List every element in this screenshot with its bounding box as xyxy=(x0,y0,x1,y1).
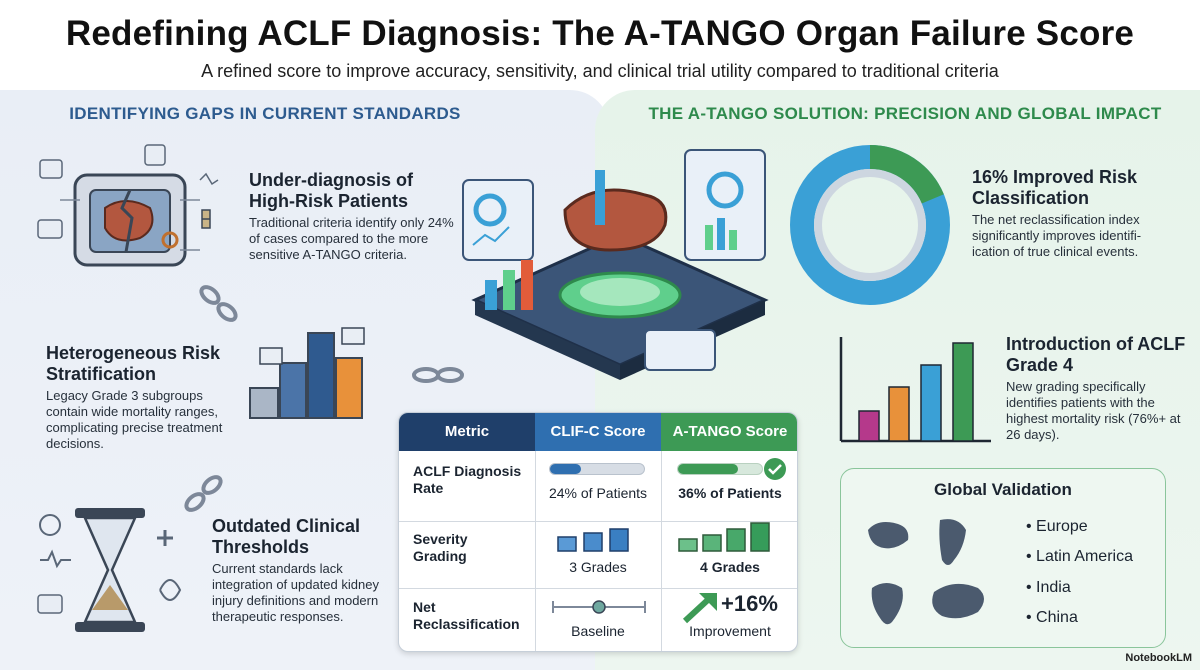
three-grade-cubes-icon xyxy=(557,528,629,552)
region-india: • India xyxy=(1026,579,1071,596)
atango-diagnosis-bar xyxy=(677,463,763,475)
grade-bars-illustration xyxy=(839,337,991,443)
comparison-table: Metric CLIF-C Score A-TANGO Score ACLF D… xyxy=(398,412,798,652)
baseline-slider-icon xyxy=(552,600,646,614)
solution-item-1-title: 16% Improved Risk Classification xyxy=(972,167,1138,208)
global-validation-title: Global Validation xyxy=(934,480,1072,499)
four-grade-cubes-icon xyxy=(678,522,770,552)
table-row-2-atango: 4 Grades xyxy=(700,559,760,575)
table-row-2-clif: 3 Grades xyxy=(569,559,627,575)
gap-item-3-text: Current standards lack integration of up… xyxy=(212,561,379,624)
region-latin-america: • Latin America xyxy=(1026,548,1133,565)
gap-item-3-title: Outdated Clinical Thresholds xyxy=(212,516,361,557)
table-row-3-metric: Net Reclassification xyxy=(413,599,520,632)
chain-link-icon xyxy=(412,367,464,383)
table-header-metric: Metric xyxy=(399,413,535,451)
table-row-1-clif: 24% of Patients xyxy=(548,485,648,501)
hourglass-illustration xyxy=(37,508,182,632)
stacked-cubes-illustration xyxy=(249,327,365,419)
clif-diagnosis-bar xyxy=(549,463,645,475)
chain-link-icon xyxy=(184,475,223,512)
solution-item-2-title: Introduction of ACLF Grade 4 xyxy=(1006,334,1186,375)
page-subtitle: A refined score to improve accuracy, sen… xyxy=(201,61,999,81)
solution-item-2-text: New grading specifically identifies pati… xyxy=(1006,379,1181,442)
table-row-1-metric: ACLF Diagnosis Rate xyxy=(413,463,522,496)
gap-item-2-title: Heterogeneous Risk Stratification xyxy=(46,343,221,384)
region-europe: • Europe xyxy=(1026,518,1088,535)
liver-platform-illustration xyxy=(462,149,769,380)
donut-ring-illustration xyxy=(790,145,950,305)
up-arrow-icon xyxy=(682,593,717,624)
broken-monitor-illustration xyxy=(37,144,219,267)
page-title: Redefining ACLF Diagnosis: The A-TANGO O… xyxy=(65,14,1135,53)
brand-watermark: NotebookLM xyxy=(1125,652,1192,664)
global-validation-box xyxy=(840,468,1166,648)
gap-item-1-title: Under-diagnosis of High-Risk Patients xyxy=(249,170,414,211)
gap-item-2-text: Legacy Grade 3 subgroups contain wide mo… xyxy=(46,388,223,451)
table-header-atango: A-TANGO Score xyxy=(661,413,797,451)
check-circle-icon xyxy=(764,458,786,480)
table-row-2-metric: Severity Grading xyxy=(413,531,468,564)
region-china: • China xyxy=(1026,609,1078,626)
table-header-clif: CLIF-C Score xyxy=(535,413,661,451)
chain-link-icon xyxy=(199,285,238,322)
table-row-3-atango: Improvement xyxy=(689,623,771,639)
table-row-1-atango: 36% of Patients xyxy=(678,485,782,501)
right-section-heading: THE A-TANGO SOLUTION: PRECISION AND GLOB… xyxy=(648,104,1162,123)
table-row-3-clif: Baseline xyxy=(571,623,625,639)
gap-item-1-text: Traditional criteria identify only 24% o… xyxy=(249,215,454,262)
world-maps-icon xyxy=(868,519,984,625)
left-section-heading: IDENTIFYING GAPS IN CURRENT STANDARDS xyxy=(69,104,461,123)
table-row-3-atango-value: +16% xyxy=(721,591,778,616)
solution-item-1-text: The net reclassification index significa… xyxy=(972,212,1142,259)
